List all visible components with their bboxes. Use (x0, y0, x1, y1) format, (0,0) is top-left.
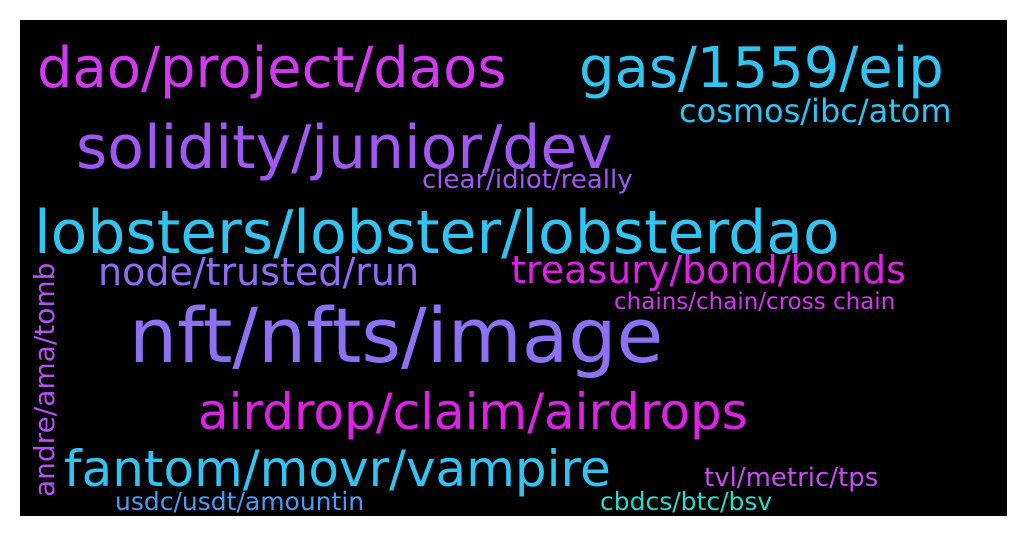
word-node-trusted-run: node/trusted/run (98, 250, 420, 294)
word-cloud-canvas: dao/project/daos gas/1559/eip cosmos/ibc… (20, 20, 1007, 516)
word-chains-chain-cross-chain: chains/chain/cross chain (614, 289, 896, 315)
word-cbdcs-btc-bsv: cbdcs/btc/bsv (600, 487, 773, 516)
word-usdc-usdt-amountin: usdc/usdt/amountin (115, 487, 365, 516)
word-tvl-metric-tps: tvl/metric/tps (704, 463, 879, 493)
word-lobsters-lobster-lobsterdao: lobsters/lobster/lobsterdao (34, 198, 840, 268)
word-dao-project-daos: dao/project/daos (37, 36, 507, 101)
word-airdrop-claim-airdrops: airdrop/claim/airdrops (198, 383, 748, 441)
word-nft-nfts-image: nft/nfts/image (129, 291, 664, 380)
word-andre-ama-tomb: andre/ama/tomb (28, 262, 61, 497)
word-fantom-movr-vampire: fantom/movr/vampire (64, 440, 611, 498)
word-solidity-junior-dev: solidity/junior/dev (76, 113, 613, 183)
word-clear-idiot-really: clear/idiot/really (422, 165, 633, 195)
word-treasury-bond-bonds: treasury/bond/bonds (511, 248, 906, 292)
word-gas-1559-eip: gas/1559/eip (579, 36, 944, 101)
word-cosmos-ibc-atom: cosmos/ibc/atom (679, 92, 952, 130)
